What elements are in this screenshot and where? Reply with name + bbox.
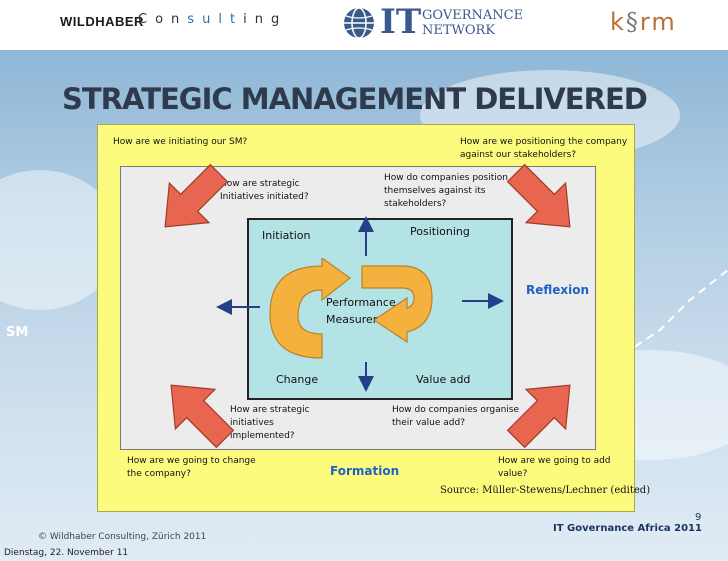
question-initiating-sm: How are we initiating our SM? [113,137,248,147]
label-reflexion: Reflexion [526,283,590,297]
question-initiatives-implemented: How are strategic initiatives implemente… [230,405,310,441]
direction-arrows [216,216,504,392]
it-logo-text: IT [380,2,422,42]
network-logo-text: NETWORK [422,23,496,38]
question-positioning-company: How are we positioning the company again… [460,137,628,160]
question-organise-value-add: How do companies organise their value ad… [392,405,520,428]
source-note: Source: Müller-Stewens/Lechner (edited) [440,485,651,496]
page-number: 9 [695,512,702,523]
cycle-arrow-left-icon [269,258,352,359]
wildhaber-logo-text: WILDHABER [60,14,144,29]
consulting-logo-text: Consulting [138,12,288,27]
label-formation: Formation [330,464,400,478]
question-initiatives-initiated: How are strategic Initiatives initiated? [220,179,309,202]
globe-icon [344,7,374,39]
question-companies-position: How do companies position themselves aga… [384,173,508,209]
label-initiation: Initiation [262,229,311,242]
label-value-add: Value add [416,373,471,386]
date-text: Dienstag, 22. November 11 [4,548,129,558]
copyright-text: © Wildhaber Consulting, Zürich 2011 [38,532,207,542]
red-arrow-bottom-right-icon [506,384,571,449]
label-positioning: Positioning [410,225,470,238]
label-change: Change [276,373,319,386]
header-bar: WILDHABER Consulting IT GOVERNANCE NETWO… [0,0,728,50]
red-arrow-bottom-left-icon [170,384,235,449]
label-performance: Performance [326,296,396,309]
it-governance-network-logo: IT GOVERNANCE NETWORK [342,2,524,44]
cycle-arrow-right-icon [361,265,433,344]
question-change-company: How are we going to change the company? [127,456,256,479]
red-arrow-top-right-icon [506,163,571,228]
cycle-arrows-graphic [269,258,433,359]
sm-side-label: SM [6,325,29,340]
governance-logo-text: GOVERNANCE [422,8,524,23]
question-add-value: How are we going to add value? [498,456,611,479]
event-name: IT Governance Africa 2011 [553,523,702,534]
red-arrow-top-left-icon [164,163,229,228]
page-title: STRATEGIC MANAGEMENT DELIVERED [62,82,648,116]
ksrm-logo: k§rm [610,8,677,36]
